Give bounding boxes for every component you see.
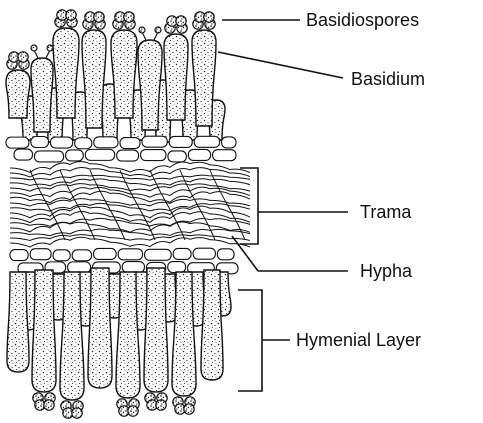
basidium-leader-line (218, 52, 343, 78)
trama-hypha (30, 170, 65, 240)
subhymenium-cell (194, 136, 219, 147)
trama-hypha (10, 203, 250, 211)
basidium-lower (60, 272, 84, 400)
trama-region (8, 165, 242, 245)
subhymenium-cell (50, 137, 72, 148)
subhymenium-cell (173, 248, 191, 259)
label-trama: Trama (360, 203, 411, 221)
basidium-upper (82, 30, 106, 128)
basidium-lower (144, 268, 168, 392)
lower-basidiospores (33, 393, 195, 418)
basidium-upper (164, 34, 188, 120)
basidiospore (139, 27, 145, 33)
basidiospore (124, 12, 134, 22)
basidium-upper (111, 30, 137, 118)
subhymenium-cell (30, 249, 51, 260)
subhymenium-cell (10, 250, 28, 261)
subhymenium-cell (31, 136, 49, 147)
upper-subhymenium-cells (6, 136, 236, 162)
basidium-upper (53, 28, 79, 118)
label-hymenial-layer: Hymenial Layer (296, 331, 421, 349)
basidium-upper (31, 58, 53, 132)
trama-hypha (10, 212, 250, 223)
subhymenium-cell (120, 138, 140, 149)
basidium-lower (32, 270, 56, 392)
trama-hyphae (8, 162, 250, 247)
subhymenium-cell (169, 136, 192, 147)
lower-basidia-layer (7, 268, 231, 400)
trama-hypha (150, 170, 185, 240)
trama-hypha (10, 191, 250, 203)
sterigma (142, 32, 158, 40)
basidium-upper (192, 30, 216, 126)
basidiospore (66, 10, 76, 20)
subhymenium-cell (141, 150, 166, 161)
basidium-upper (138, 40, 162, 130)
basidiospore (72, 408, 82, 418)
basidium-lower (88, 268, 112, 388)
subhymenium-cell (188, 149, 210, 160)
trama-hypha (10, 218, 250, 226)
subhymenium-cell (142, 136, 167, 147)
subhymenium-cell (85, 149, 114, 160)
basidiospore (128, 406, 138, 416)
basidiospore (18, 52, 28, 62)
subhymenium-cell (168, 151, 186, 162)
trama-hypha (10, 162, 250, 173)
subhymenium-cell (72, 250, 91, 261)
basidiospore (47, 45, 53, 51)
subhymenium-cell (117, 150, 139, 161)
basidium-lower (172, 272, 196, 396)
basidiospore (176, 16, 186, 26)
subhymenium-cell (122, 262, 144, 273)
subhymenium-cell (6, 137, 29, 148)
trama-hypha (10, 229, 250, 236)
label-basidiospores: Basidiospores (306, 11, 419, 29)
hymenial-layer-bracket (238, 290, 262, 391)
basidiospore (44, 400, 54, 410)
subhymenium-cell (118, 249, 142, 260)
subhymenium-cell (94, 137, 118, 148)
subhymenium-cell (53, 250, 70, 261)
subhymenium-cell (213, 150, 236, 161)
basidium-lower (7, 272, 29, 372)
basidiospore (184, 404, 194, 414)
basidiospore (155, 27, 161, 33)
subhymenium-cell (145, 249, 172, 260)
subhymenium-cell (66, 150, 84, 161)
basidium-upper (6, 70, 30, 118)
subhymenium-cell (75, 138, 92, 149)
subhymenium-cell (217, 249, 234, 260)
subhymenium-cell (193, 248, 215, 259)
subhymenium-cell (34, 151, 63, 162)
basidiospore (204, 12, 214, 22)
label-hypha: Hypha (360, 262, 412, 280)
basidium-lower (116, 272, 140, 398)
basidiospore (156, 400, 166, 410)
basidium-lower (201, 270, 223, 380)
subhymenium-cell (168, 262, 186, 273)
subhymenium-cell (222, 137, 236, 148)
label-basidium: Basidium (351, 70, 425, 88)
subhymenium-cell (14, 149, 32, 160)
subhymenium-cell (94, 248, 117, 259)
subhymenium-cell (68, 262, 91, 273)
upper-basidia-layer (6, 28, 225, 142)
basidiospore (31, 45, 37, 51)
sterigma (34, 50, 50, 58)
basidiospore (94, 12, 104, 22)
